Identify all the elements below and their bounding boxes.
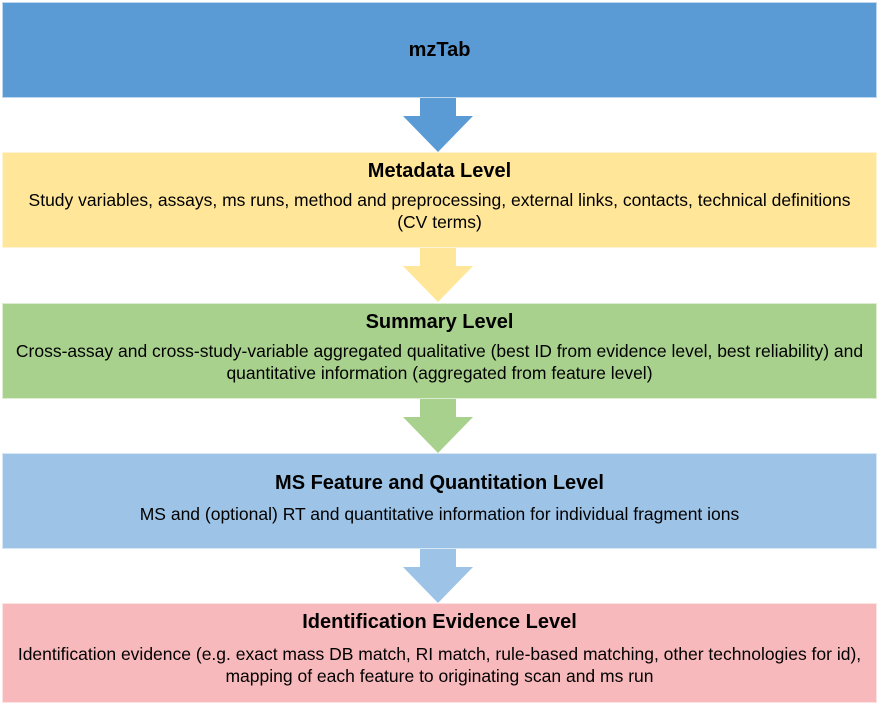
arrow-down-icon	[403, 98, 473, 152]
summary-level-title: Summary Level	[365, 311, 514, 333]
identification-evidence-level-box: Identification Evidence Level Identifica…	[2, 603, 877, 703]
ms-feature-level-description: MS and (optional) RT and quantitative in…	[139, 504, 740, 524]
summary-level-box: Summary Level Cross-assay and cross-stud…	[2, 303, 877, 399]
arrow-down-icon	[403, 549, 473, 603]
arrow-down-icon	[403, 399, 473, 453]
arrow-down-icon	[403, 248, 473, 302]
ms-feature-level-box: MS Feature and Quantitation Level MS and…	[2, 453, 877, 549]
mztab-title: mzTab	[408, 39, 471, 61]
metadata-level-box: Metadata Level Study variables, assays, …	[2, 152, 877, 248]
identification-evidence-level-description: Identification evidence (e.g. exact mass…	[17, 644, 862, 686]
identification-evidence-level-title: Identification Evidence Level	[302, 611, 577, 633]
ms-feature-level-title: MS Feature and Quantitation Level	[275, 472, 604, 494]
summary-level-description: Cross-assay and cross-study-variable agg…	[15, 341, 864, 383]
metadata-level-description: Study variables, assays, ms runs, method…	[28, 190, 851, 232]
metadata-level-title: Metadata Level	[367, 160, 512, 182]
mztab-box: mzTab	[2, 2, 877, 98]
